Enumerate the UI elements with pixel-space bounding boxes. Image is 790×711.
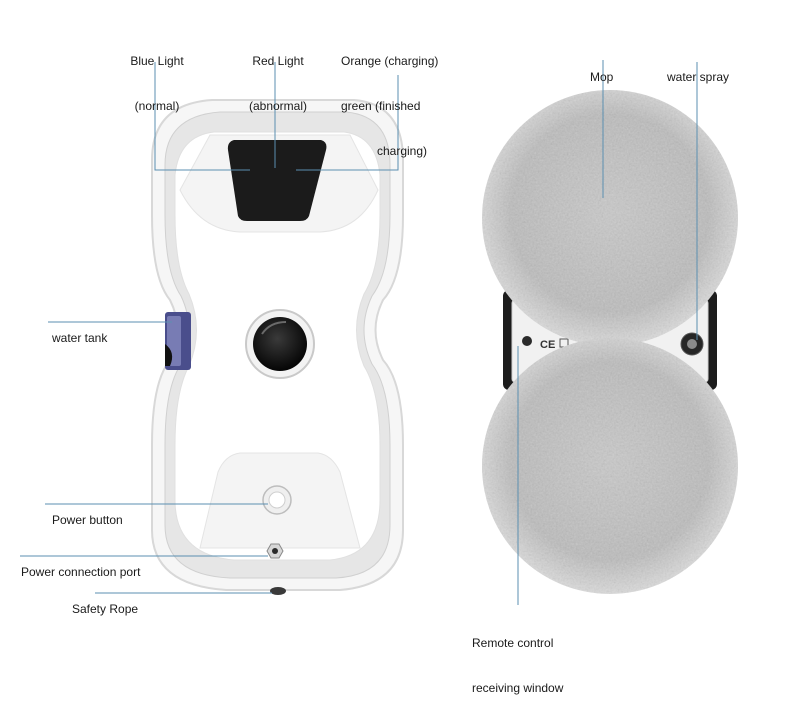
- robot-front-view: [151, 99, 404, 595]
- leader-blue-light: [154, 62, 250, 171]
- water-spray-nozzle-center: [687, 339, 697, 349]
- label-blue-light: Blue Light (normal): [130, 54, 184, 113]
- label-remote-window: Remote control receiving window: [472, 636, 564, 695]
- water-tank-notch: [165, 344, 173, 366]
- label-mop: Mop: [590, 70, 614, 84]
- label-power-port: Power connection port: [21, 565, 141, 579]
- mop-top: [482, 90, 738, 346]
- label-orange-light: Orange (charging) green (finished chargi…: [341, 54, 439, 158]
- robot-diagram: CE: [20, 60, 738, 605]
- mop-bottom: [482, 338, 738, 594]
- indicator-display: [227, 140, 327, 221]
- remote-window: [522, 336, 532, 346]
- power-button-icon: [268, 491, 286, 509]
- label-power-button: Power button: [52, 513, 123, 527]
- label-water-tank: water tank: [52, 331, 108, 345]
- leader-orange-light: [296, 75, 399, 171]
- center-knob-highlight: [261, 321, 287, 335]
- center-knob: [253, 317, 307, 371]
- power-port-hole: [272, 548, 278, 554]
- leader-lines: [20, 60, 698, 605]
- label-red-light: Red Light (abnormal): [248, 54, 308, 113]
- label-water-spray: water spray: [667, 70, 730, 84]
- label-safety-rope: Safety Rope: [72, 602, 139, 616]
- robot-bottom-view: CE: [482, 90, 738, 594]
- ce-marking: CE: [540, 339, 555, 351]
- safety-rope-eyelet: [270, 587, 286, 595]
